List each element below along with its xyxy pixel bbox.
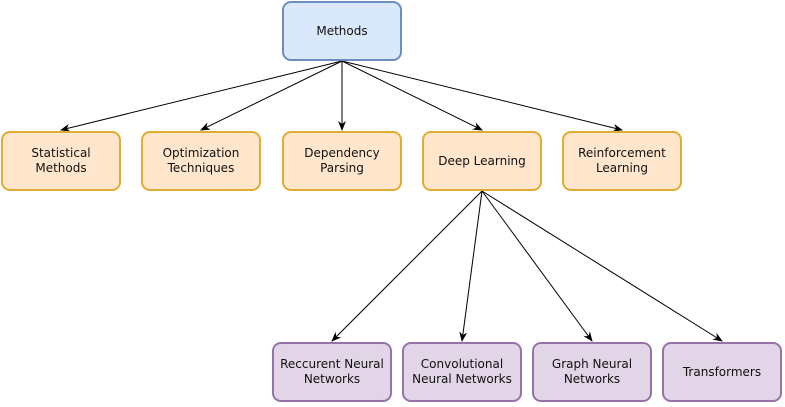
node-graph-neural-networks: Graph Neural Networks bbox=[532, 342, 652, 402]
node-dependency-parsing: Dependency Parsing bbox=[282, 131, 402, 191]
node-statistical-methods: Statistical Methods bbox=[1, 131, 121, 191]
node-deep-learning: Deep Learning bbox=[422, 131, 542, 191]
node-methods-label: Methods bbox=[316, 23, 368, 38]
node-deep-learning-label: Deep Learning bbox=[438, 153, 526, 168]
node-reinforcement-learning-label: Reinforcement Learning bbox=[578, 146, 666, 175]
edge-methods-to-reinforcement bbox=[341, 60, 623, 132]
edge-deep_learning-to-gnn bbox=[481, 190, 593, 342]
edge-methods-to-statistical bbox=[60, 60, 343, 132]
edge-deep_learning-to-transformers bbox=[481, 190, 723, 342]
node-methods: Methods bbox=[282, 1, 402, 61]
node-recurrent-neural-networks-label: Reccurent Neural Networks bbox=[280, 357, 384, 386]
node-optimization-techniques-label: Optimization Techniques bbox=[162, 146, 240, 175]
node-statistical-methods-label: Statistical Methods bbox=[31, 146, 91, 175]
edge-deep_learning-to-cnn bbox=[459, 190, 483, 342]
node-transformers: Transformers bbox=[662, 342, 782, 402]
node-convolutional-neural-networks-label: Convolutional Neural Networks bbox=[412, 357, 512, 386]
node-optimization-techniques: Optimization Techniques bbox=[141, 131, 261, 191]
node-transformers-label: Transformers bbox=[682, 364, 762, 379]
node-dependency-parsing-label: Dependency Parsing bbox=[304, 146, 380, 175]
node-reinforcement-learning: Reinforcement Learning bbox=[562, 131, 682, 191]
node-recurrent-neural-networks: Reccurent Neural Networks bbox=[272, 342, 392, 402]
node-convolutional-neural-networks: Convolutional Neural Networks bbox=[402, 342, 522, 402]
edge-methods-to-optimization bbox=[200, 60, 343, 131]
edge-methods-to-deep_learning bbox=[341, 60, 483, 131]
edge-deep_learning-to-rnn bbox=[331, 190, 483, 342]
node-graph-neural-networks-label: Graph Neural Networks bbox=[551, 357, 633, 386]
